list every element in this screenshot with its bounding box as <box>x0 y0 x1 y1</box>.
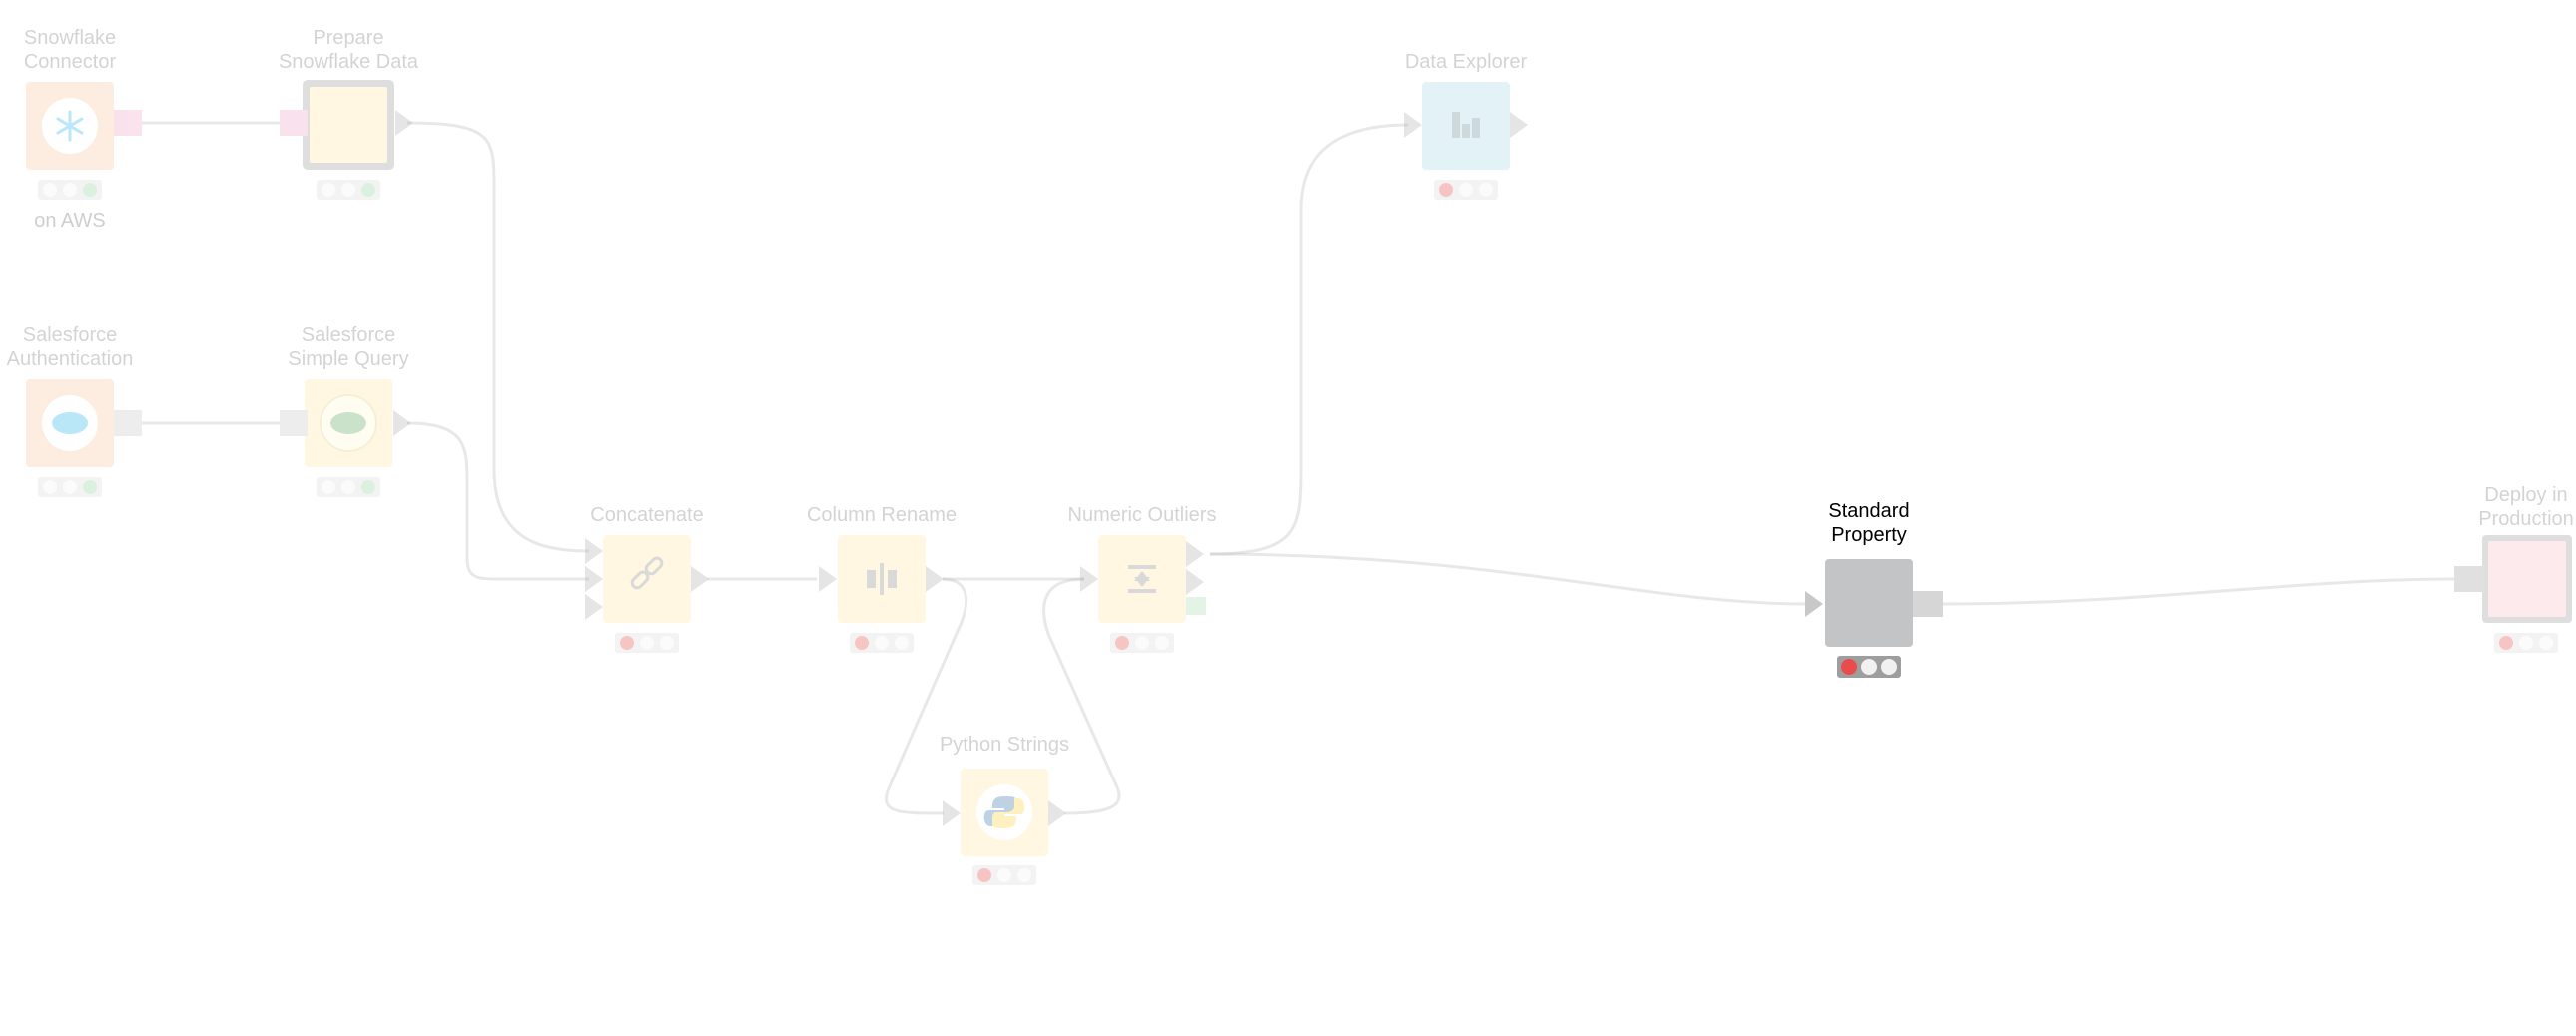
input-port-triangle[interactable] <box>1805 591 1823 617</box>
output-port-pink[interactable] <box>114 110 142 136</box>
node-label-line1: Snowflake <box>24 27 116 49</box>
node-label-line2: Simple Query <box>288 348 408 370</box>
snowflake-icon <box>56 110 84 142</box>
node-label-line2: Connector <box>24 51 117 73</box>
node-body[interactable] <box>603 535 691 623</box>
node-standard-property[interactable]: Standard Property <box>1805 500 1943 678</box>
outliers-icon <box>1128 565 1156 593</box>
node-body[interactable] <box>305 379 392 467</box>
node-numeric-outliers[interactable]: Numeric Outliers <box>1068 504 1217 653</box>
node-body[interactable] <box>1422 82 1510 170</box>
connection-numeric-outliers-to-data-explorer[interactable] <box>1209 123 1409 556</box>
output-port-gray[interactable] <box>1913 591 1943 617</box>
node-label-line2: Property <box>1831 524 1907 546</box>
salesforce-cloud-icon <box>52 412 88 434</box>
node-body[interactable] <box>26 82 114 170</box>
connection-standard-property-to-deploy[interactable] <box>1942 577 2455 606</box>
output-port-triangle[interactable] <box>926 566 944 592</box>
connections <box>142 121 2455 815</box>
node-python-strings[interactable]: Python Strings <box>940 734 1069 885</box>
output-port-triangle[interactable] <box>393 410 411 436</box>
status-traffic-light <box>972 865 1036 885</box>
node-label-line2: Production <box>2478 508 2574 530</box>
status-traffic-light <box>1837 656 1901 678</box>
node-sublabel: on AWS <box>34 210 106 232</box>
node-label-line1: Salesforce <box>23 324 118 346</box>
connection-column-rename-to-python-strings[interactable] <box>885 577 968 815</box>
node-icon-bg <box>42 98 98 154</box>
input-port-triangle[interactable] <box>819 566 837 592</box>
input-port-triangle[interactable] <box>1404 112 1422 138</box>
status-traffic-light <box>850 633 914 653</box>
node-salesforce-authentication[interactable]: Salesforce Authentication <box>7 324 142 497</box>
node-label: Data Explorer <box>1405 51 1528 73</box>
salesforce-cloud-icon <box>330 412 366 434</box>
output-port-triangle[interactable] <box>1048 800 1066 826</box>
output-port-triangle[interactable] <box>691 566 709 592</box>
output-port-triangle[interactable] <box>1510 112 1528 138</box>
input-port-2[interactable] <box>585 566 603 592</box>
status-traffic-light <box>317 477 380 497</box>
node-label-line2: Snowflake Data <box>279 51 419 73</box>
metanode-frame <box>303 80 394 170</box>
output-port-3-green[interactable] <box>1186 597 1206 615</box>
node-label-line2: Authentication <box>7 348 134 370</box>
node-data-explorer[interactable]: Data Explorer <box>1404 51 1528 200</box>
node-column-rename[interactable]: Column Rename <box>807 504 957 653</box>
node-body[interactable] <box>310 87 387 163</box>
python-icon <box>983 796 1025 828</box>
input-port-gray[interactable] <box>2454 566 2484 592</box>
connection-python-strings-to-numeric-outliers[interactable] <box>1042 577 1121 815</box>
status-traffic-light <box>38 477 102 497</box>
node-label: Python Strings <box>940 734 1069 756</box>
node-body[interactable] <box>1098 535 1186 623</box>
node-deploy-in-production[interactable]: Deploy in Production <box>2454 484 2574 653</box>
output-port-gray[interactable] <box>114 410 142 436</box>
status-traffic-light <box>317 180 380 200</box>
node-body[interactable] <box>838 535 926 623</box>
node-label: Column Rename <box>807 504 957 526</box>
node-body[interactable] <box>1825 559 1913 647</box>
node-label-line1: Prepare <box>313 27 383 49</box>
connection-prepare-to-concatenate[interactable] <box>406 121 590 553</box>
connection-query-to-concatenate[interactable] <box>406 421 589 581</box>
node-label: Concatenate <box>590 504 703 526</box>
node-icon-bg <box>320 394 377 452</box>
node-body[interactable] <box>2488 541 2566 617</box>
node-body[interactable] <box>961 769 1048 856</box>
input-port-gray[interactable] <box>280 410 308 436</box>
output-port-triangle[interactable] <box>395 110 413 136</box>
output-port-1[interactable] <box>1186 541 1204 567</box>
input-port-triangle[interactable] <box>1080 566 1098 592</box>
node-label: Numeric Outliers <box>1068 504 1217 526</box>
node-prepare-snowflake-data[interactable]: Prepare Snowflake Data <box>279 27 419 200</box>
input-port-1[interactable] <box>585 538 603 564</box>
node-icon-bg <box>976 784 1032 840</box>
connection-numeric-outliers-to-standard-property[interactable] <box>1209 552 1806 606</box>
status-traffic-light <box>2494 633 2558 653</box>
status-traffic-light <box>1434 180 1498 200</box>
node-label-line1: Deploy in <box>2484 484 2567 506</box>
input-port-triangle[interactable] <box>943 800 961 826</box>
node-salesforce-simple-query[interactable]: Salesforce Simple Query <box>280 324 411 497</box>
input-port-3[interactable] <box>585 594 603 620</box>
status-traffic-light <box>615 633 679 653</box>
node-label-line1: Salesforce <box>302 324 396 346</box>
link-icon <box>630 556 664 590</box>
node-body[interactable] <box>26 379 114 467</box>
status-traffic-light <box>1110 633 1174 653</box>
status-traffic-light <box>38 180 102 200</box>
output-port-2[interactable] <box>1186 569 1204 595</box>
input-port-pink[interactable] <box>280 110 308 136</box>
bar-chart-icon <box>1452 112 1480 138</box>
node-concatenate[interactable]: Concatenate <box>585 504 709 653</box>
node-icon-bg <box>42 395 98 451</box>
metanode-frame <box>2482 535 2572 623</box>
node-label-line1: Standard <box>1828 500 1909 522</box>
node-snowflake-connector[interactable]: Snowflake Connector on AWS <box>24 27 142 232</box>
column-rename-icon <box>867 563 897 595</box>
